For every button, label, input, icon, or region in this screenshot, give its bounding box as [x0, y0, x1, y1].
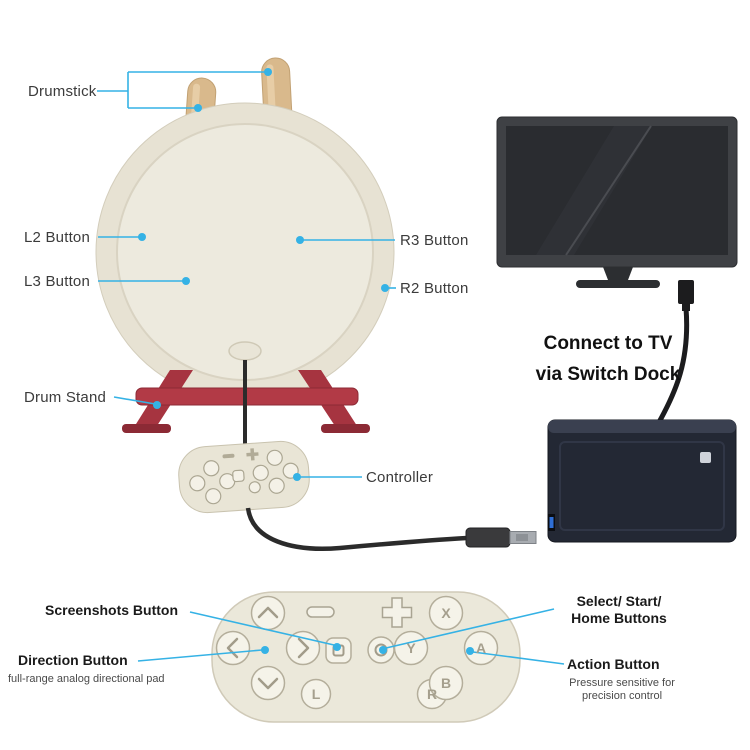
- x-button: [428, 595, 464, 631]
- action-sub-line1: Pressure sensitive for: [569, 677, 675, 689]
- a-button-label: A: [475, 640, 487, 656]
- gamepad-graphic: [211, 591, 521, 723]
- a-button: [463, 630, 499, 666]
- direction-button-subtitle: full-range analog directional pad: [8, 673, 165, 685]
- dock-logo-icon: [700, 452, 711, 463]
- chevron-left-icon: [226, 637, 239, 659]
- tv-graphic: [496, 116, 738, 288]
- direction-button-label: Direction Button: [18, 652, 128, 668]
- l3-button-label: L3 Button: [24, 273, 91, 290]
- minus-button-icon: [306, 606, 335, 618]
- l2-button-label: L2 Button: [24, 229, 91, 246]
- plus-button-icon: [381, 597, 413, 628]
- dpad-right-button: [285, 630, 321, 666]
- r-button-label: R: [426, 686, 438, 702]
- action-button-subtitle: Pressure sensitive for precision control: [552, 677, 692, 703]
- r2-button-label: R2 Button: [400, 280, 469, 297]
- b-button: [428, 665, 464, 701]
- screenshots-button-label: Screenshots Button: [45, 602, 179, 618]
- controller-label: Controller: [366, 469, 434, 486]
- dpad-up-button: [250, 595, 286, 631]
- chevron-up-icon: [257, 606, 279, 619]
- dpad-down-button: [250, 665, 286, 701]
- b-button-label: B: [440, 675, 452, 691]
- small-screenshot-icon: [232, 469, 245, 483]
- drum-stand-label: Drum Stand: [24, 389, 107, 406]
- small-minus-icon: [222, 453, 235, 459]
- small-home-icon: [248, 481, 261, 494]
- connect-tv-line1: Connect to TV: [543, 333, 673, 354]
- drum-notch: [228, 341, 262, 361]
- small-plus-icon: [246, 448, 259, 461]
- chevron-right-icon: [297, 637, 310, 659]
- l-button: [300, 678, 332, 710]
- drumstick-label: Drumstick: [28, 83, 97, 100]
- select-start-home-label: Select/ Start/ Home Buttons: [556, 593, 682, 627]
- r3-button-label: R3 Button: [400, 232, 469, 249]
- connect-tv-line2: via Switch Dock: [535, 364, 681, 385]
- usb-plug-icon: [465, 527, 537, 548]
- home-buttons-line: Home Buttons: [571, 610, 667, 626]
- taiko-drum: [95, 102, 395, 402]
- small-controller: [178, 440, 310, 514]
- dpad-left-button: [215, 630, 251, 666]
- chevron-down-icon: [257, 677, 279, 690]
- callout-lines: [97, 68, 565, 665]
- usb-cable: [245, 507, 468, 551]
- l-button-label: L: [311, 686, 321, 702]
- select-start-line: Select/ Start/: [576, 593, 662, 609]
- action-sub-line2: precision control: [581, 690, 663, 702]
- connect-tv-note: Connect to TV via Switch Dock: [498, 328, 718, 390]
- switch-dock: [547, 419, 737, 543]
- action-button-label: Action Button: [567, 656, 660, 672]
- hdmi-cable: [655, 280, 694, 426]
- x-button-label: X: [441, 605, 451, 621]
- y-button-label: Y: [406, 640, 416, 656]
